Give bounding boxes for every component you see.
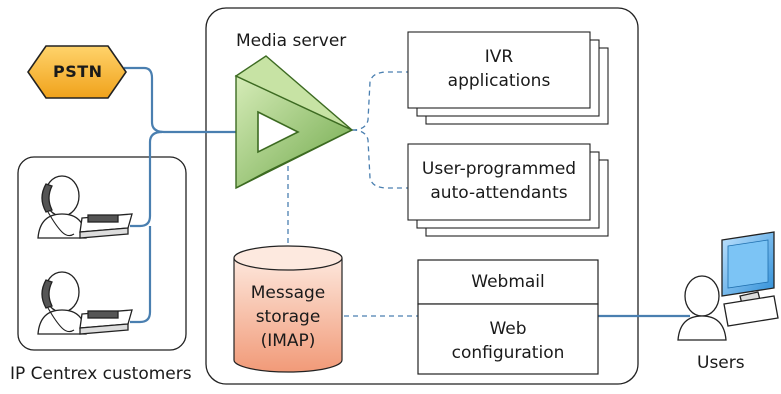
web-configuration-label-line2: configuration [451, 343, 565, 363]
phone1-link [130, 130, 163, 228]
media-server-label: Media server [236, 31, 347, 51]
aa-dash [351, 129, 408, 189]
pstn-hexagon-icon [27, 45, 127, 99]
computer-user-icon [677, 231, 779, 341]
telephone-user-icon [37, 271, 133, 335]
message-storage-label-line1: Message [250, 283, 326, 303]
web-boxes [417, 259, 599, 375]
webmail-label: Webmail [471, 272, 545, 292]
ivr-label-line2: applications [447, 71, 551, 91]
telephone-user-icon [37, 175, 133, 239]
media-server-triangle-icon [234, 55, 354, 190]
dashed-lines [287, 71, 418, 317]
ip-centrex-label: IP Centrex customers [10, 364, 192, 384]
connection-lines [124, 66, 690, 324]
web-configuration-label-line1: Web [489, 319, 527, 339]
pstn-label: PSTN [53, 62, 103, 81]
auto-attendants-stack [407, 143, 609, 237]
ivr-label-line1: IVR [484, 47, 514, 67]
message-storage-label-line3: (IMAP) [260, 331, 316, 351]
users-label: Users [697, 353, 745, 373]
ivr-dash [351, 71, 408, 131]
ivr-applications-stack [407, 31, 609, 125]
phone2-link [130, 226, 152, 324]
message-storage-label-line2: storage [255, 307, 321, 327]
auto-attendants-label-line2: auto-attendants [430, 183, 568, 203]
cylinder-storage-icon [233, 245, 343, 373]
auto-attendants-label-line1: User-programmed [421, 159, 577, 179]
